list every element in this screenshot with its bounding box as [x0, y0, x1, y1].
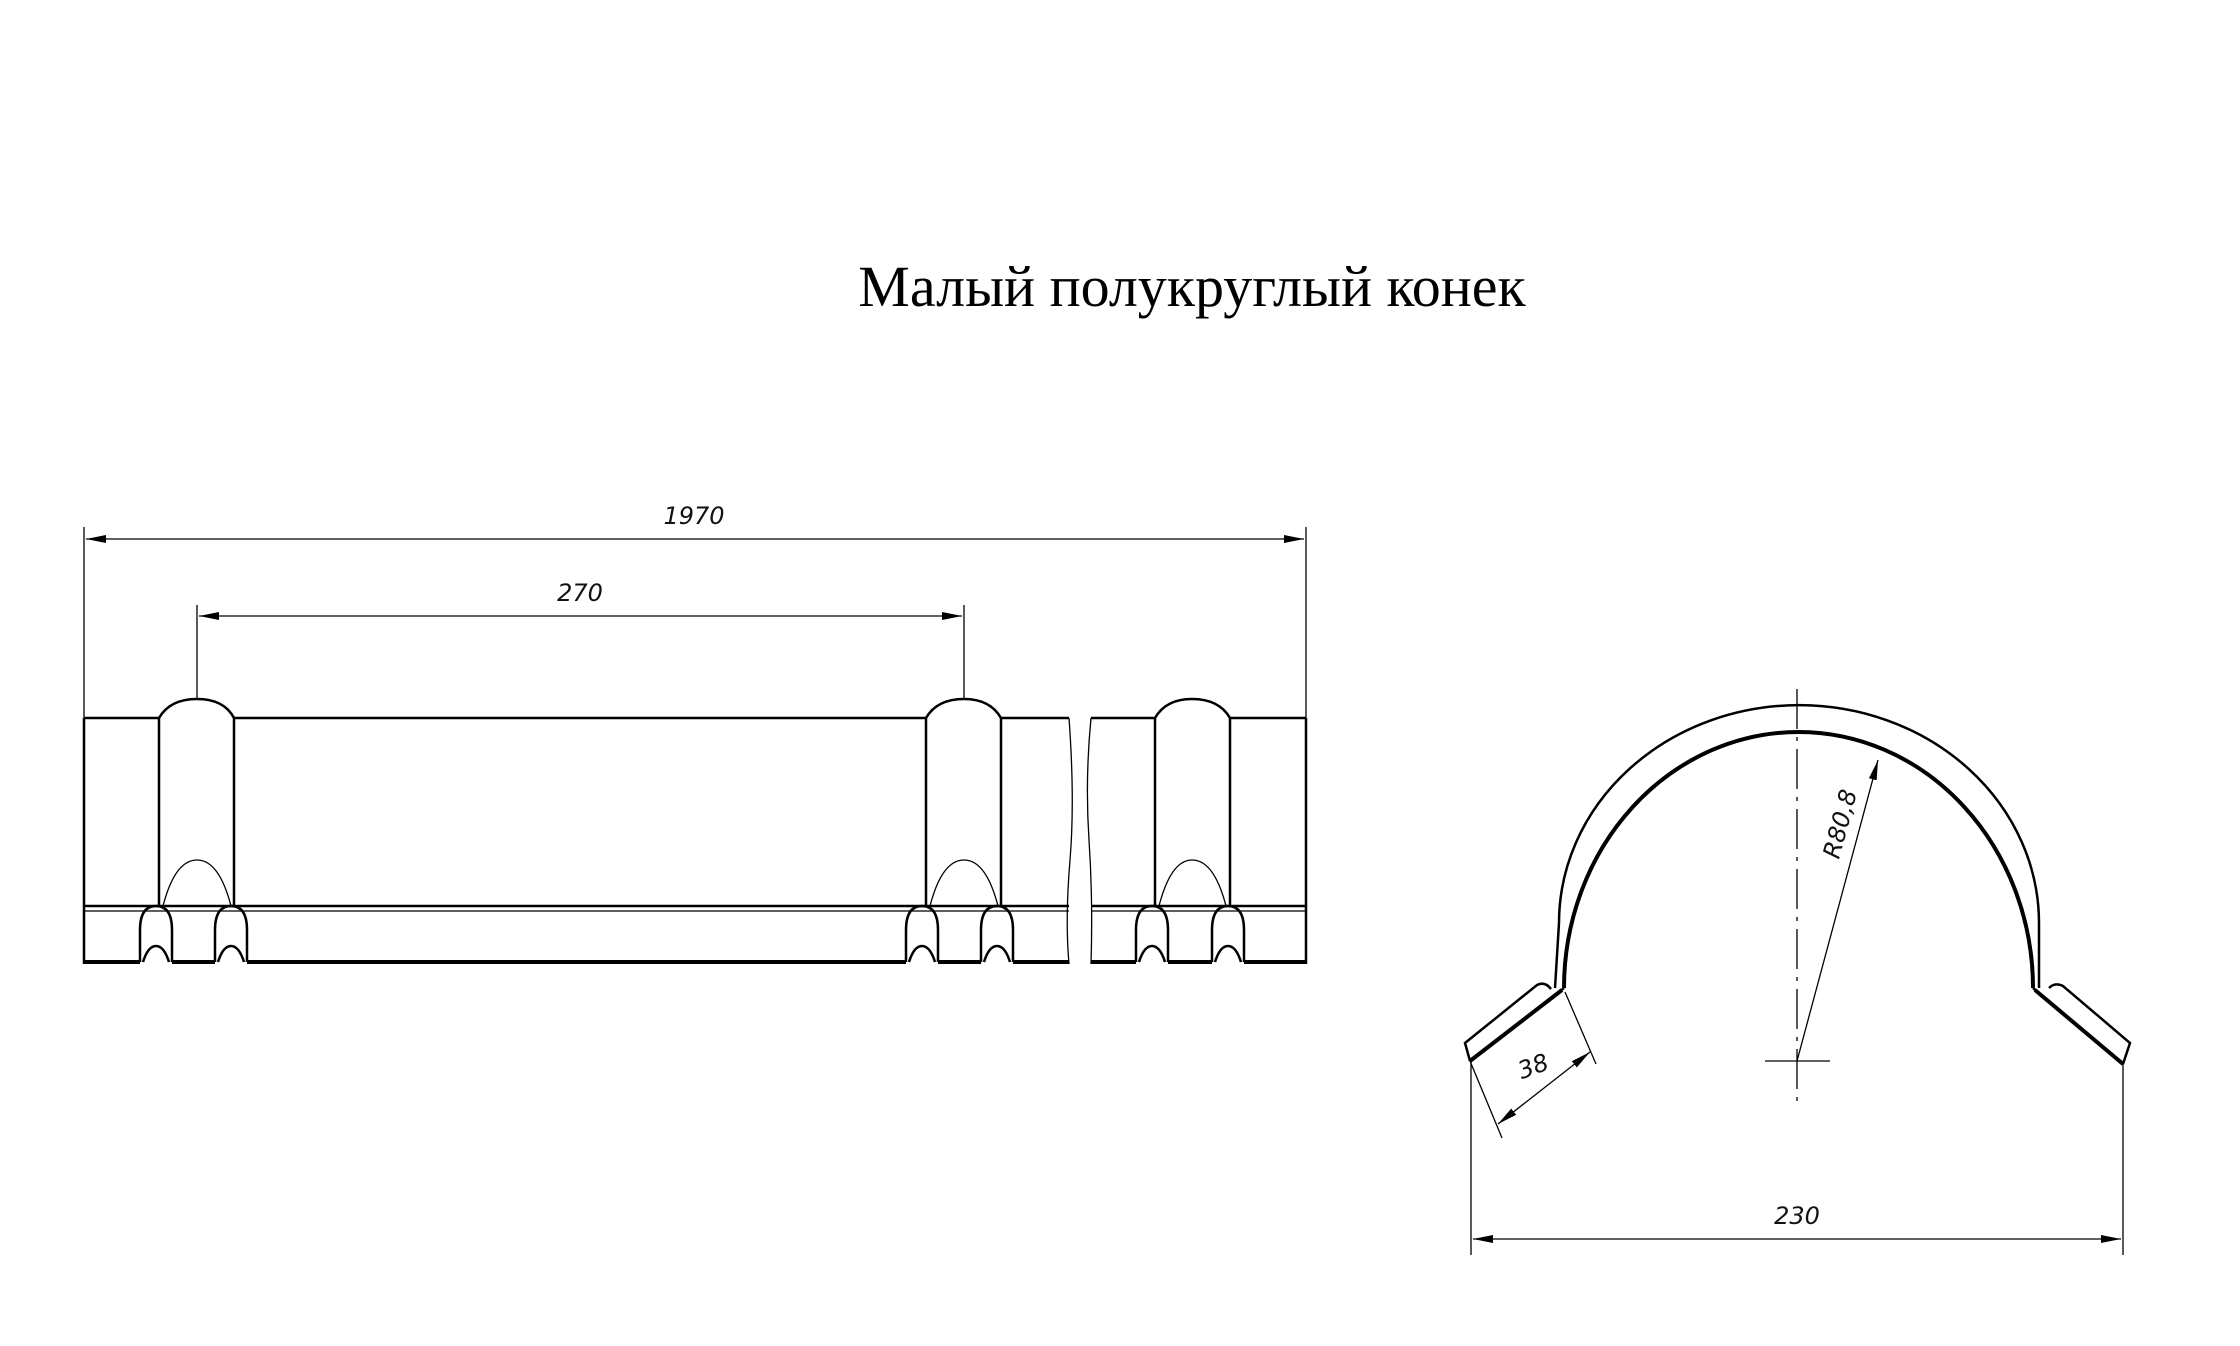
pitch-label: 270 — [557, 579, 603, 607]
break-lines — [1066, 717, 1093, 965]
arch-outer — [1553, 703, 2041, 989]
ridge-body — [82, 697, 1308, 965]
dimension-overall-length: 1970 — [83, 502, 1307, 718]
ridge-bump — [157, 697, 236, 907]
dimension-pitch: 270 — [196, 579, 965, 699]
bottom-corrugations — [138, 904, 1246, 963]
width-label: 230 — [1774, 1202, 1820, 1230]
arch-inner — [1562, 730, 2035, 989]
ridge-bump — [924, 697, 1003, 907]
ridge-bump — [1153, 697, 1232, 907]
flange-label: 38 — [1514, 1048, 1552, 1085]
radius-label: R80,8 — [1818, 786, 1863, 861]
dimension-radius: R80,8 — [1796, 759, 1879, 1062]
flange-left — [1463, 982, 1565, 1062]
drawing-title: Малый полукруглый конек — [858, 254, 1526, 319]
profile-view: R80,8 38 230 — [1463, 689, 2132, 1255]
dimension-width: 230 — [1470, 1061, 2124, 1255]
overall-length-label: 1970 — [663, 502, 724, 530]
flange-right — [2032, 983, 2132, 1065]
side-view: 1970 270 — [82, 502, 1308, 965]
